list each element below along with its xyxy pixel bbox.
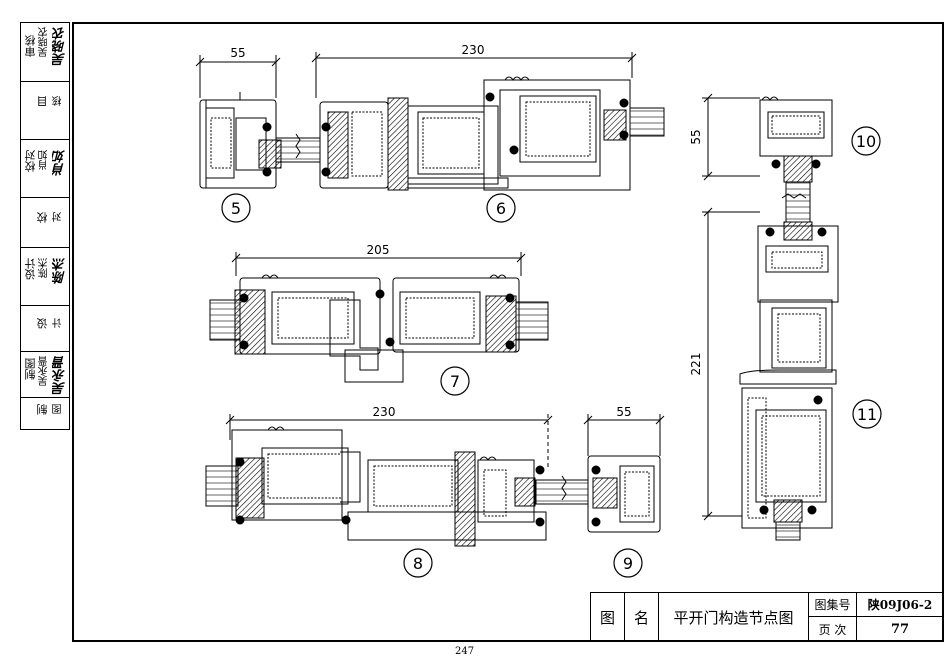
dim-205	[231, 252, 526, 276]
dim-label-55-vertical: 55	[689, 129, 703, 144]
dim-230-top	[311, 52, 637, 98]
dim-55-vertical	[702, 93, 760, 181]
signature-column: 审核 吴晓农 吴晓农 目 核 校对 肖如 肖如 校 对 设计 陈杰 陈杰 设 计…	[20, 22, 70, 430]
sheet-page-number: 247	[455, 646, 475, 657]
dim-55-bottom-right	[583, 414, 665, 456]
sidebar-row-check: 目 核	[21, 81, 69, 139]
detail-10-11-section	[739, 96, 839, 541]
detail-number-11: 11	[857, 405, 877, 424]
dim-55-top-left	[195, 55, 281, 98]
atlas-number-value: 陕09J06-2	[857, 593, 943, 617]
page-label: 页 次	[809, 617, 857, 641]
detail-number-8: 8	[413, 554, 423, 573]
drawing-frame	[72, 22, 944, 642]
dim-label-55-top: 55	[230, 46, 245, 60]
sidebar-row-drawn: 制图 吴永晋 吴永晋	[21, 351, 69, 397]
atlas-number-label: 图集号	[809, 593, 857, 617]
dim-230-bottom	[225, 414, 553, 470]
detail-callout-6	[486, 193, 516, 223]
dim-label-230-bottom: 230	[373, 405, 396, 419]
detail-callout-8	[403, 548, 433, 578]
dim-221-vertical	[702, 207, 760, 521]
dim-label-205: 205	[367, 243, 390, 257]
detail-callout-7	[440, 366, 470, 396]
sidebar-row-proof2: 校 对	[21, 197, 69, 247]
detail-callout-11	[852, 399, 882, 429]
title-block: 图 名 平开门构造节点图 图集号 陕09J06-2 页 次 77	[590, 592, 944, 642]
detail-number-6: 6	[496, 199, 506, 218]
sidebar-row-drawn2: 制 图	[21, 397, 69, 431]
dim-label-221-vertical: 221	[689, 353, 703, 376]
detail-callout-9	[613, 548, 643, 578]
detail-8-9-section	[205, 426, 661, 547]
detail-5-6-section	[199, 76, 665, 191]
sidebar-row-design2: 设 计	[21, 305, 69, 351]
detail-number-9: 9	[623, 554, 633, 573]
page-value: 77	[890, 621, 910, 637]
title-block-label-tu: 图	[591, 593, 625, 641]
detail-number-10: 10	[856, 132, 876, 151]
detail-number-5: 5	[231, 199, 241, 218]
detail-7-section	[209, 274, 549, 383]
sidebar-row-proof: 校对 肖如 肖如	[21, 139, 69, 197]
dim-label-55-bottom: 55	[616, 405, 631, 419]
detail-number-7: 7	[450, 372, 460, 391]
detail-callout-5	[221, 193, 251, 223]
dim-label-230-top: 230	[462, 43, 485, 57]
detail-callout-10	[851, 126, 881, 156]
drawing-title: 平开门构造节点图	[659, 593, 809, 641]
sidebar-row-design: 设计 陈杰 陈杰	[21, 247, 69, 305]
title-block-label-ming: 名	[625, 593, 659, 641]
